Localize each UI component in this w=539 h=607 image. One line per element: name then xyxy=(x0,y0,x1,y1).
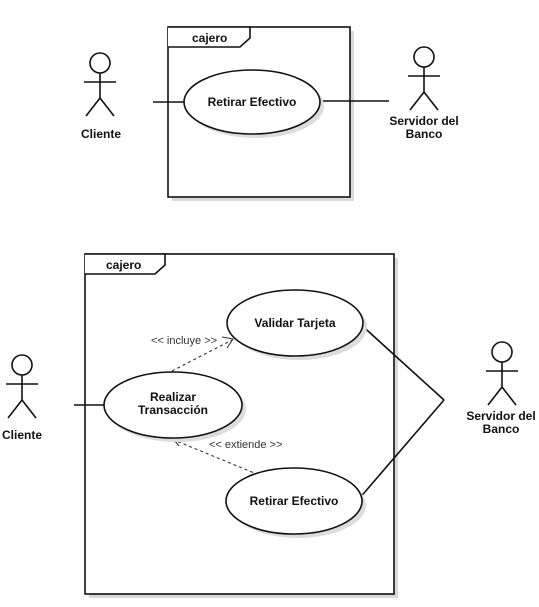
bottom-usecase-realizar-transaccion[interactable]: Realizar Transacción xyxy=(103,371,246,442)
bottom-actor-client[interactable]: Cliente xyxy=(2,354,42,442)
top-actor-client-label: Cliente xyxy=(81,127,121,141)
top-actor-server-label-2: Banco xyxy=(406,127,443,141)
extend-label: << extiende >> xyxy=(209,439,282,451)
usecase-validar-tarjeta-label: Validar Tarjeta xyxy=(254,316,335,330)
bottom-actor-server[interactable]: Servidor del Banco xyxy=(466,341,536,436)
bottom-actor-server-label-1: Servidor del xyxy=(466,409,535,423)
top-usecase-retirar-efectivo[interactable]: Retirar Efectivo xyxy=(183,69,324,138)
usecase-transaccion-label-2: Transacción xyxy=(138,403,208,417)
actor-stick-figure-icon xyxy=(6,354,38,419)
top-usecase-label: Retirar Efectivo xyxy=(208,95,297,109)
bottom-usecase-retirar-efectivo[interactable]: Retirar Efectivo xyxy=(225,467,366,538)
bottom-actor-client-label: Cliente xyxy=(2,428,42,442)
top-actor-client[interactable]: Cliente xyxy=(81,52,121,141)
usecase-retirar-efectivo-label: Retirar Efectivo xyxy=(250,494,339,508)
top-actor-server[interactable]: Servidor del Banco xyxy=(389,46,459,141)
bottom-assoc-withdraw-server xyxy=(357,399,445,501)
bottom-system-name: cajero xyxy=(106,258,141,272)
actor-stick-figure-icon xyxy=(408,46,440,111)
bottom-actor-server-label-2: Banco xyxy=(483,422,520,436)
actor-stick-figure-icon xyxy=(486,341,518,406)
top-system-name: cajero xyxy=(192,31,227,45)
top-actor-server-label-1: Servidor del xyxy=(389,114,458,128)
actor-stick-figure-icon xyxy=(84,52,116,117)
top-diagram: cajero Retirar Efectivo Cliente xyxy=(81,26,459,201)
bottom-assoc-validate-server xyxy=(357,321,445,401)
bottom-usecase-validar-tarjeta[interactable]: Validar Tarjeta xyxy=(226,289,367,360)
include-dependency: << incluye >> xyxy=(151,335,234,372)
usecase-transaccion-label-1: Realizar xyxy=(150,390,196,404)
bottom-diagram: cajero << incluye >> << extiende >> Vali… xyxy=(2,253,536,598)
include-label: << incluye >> xyxy=(151,335,217,347)
